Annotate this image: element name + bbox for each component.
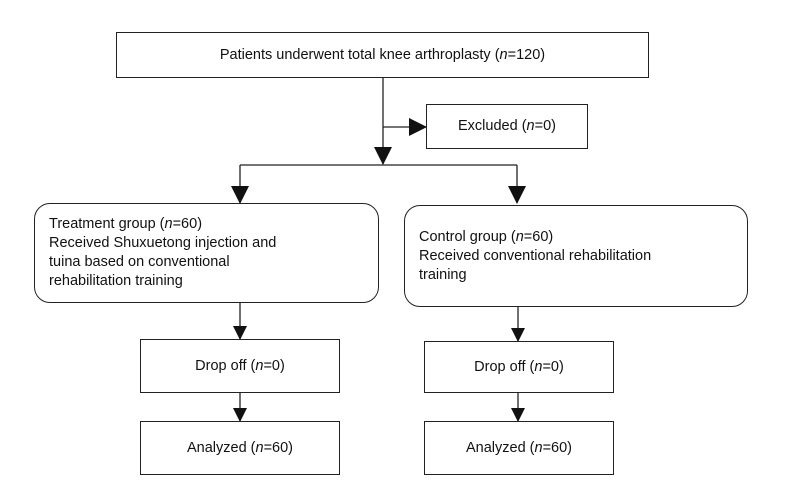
treatment-group-box: Treatment group (n=60) Received Shuxueto… — [34, 203, 379, 303]
treatment-title: Treatment group (n=60) — [49, 215, 276, 234]
control-n-var: n — [515, 228, 524, 245]
analyzed-right-count: =60) — [542, 439, 573, 456]
analyzed-right-box: Analyzed (n=60) — [424, 421, 614, 475]
treatment-line-3: tuina based on conventional — [49, 254, 230, 270]
excluded-n-var: n — [526, 118, 535, 134]
control-group-box: Control group (n=60) Received convention… — [404, 205, 748, 307]
patients-text: Patients underwent total knee arthroplas… — [219, 46, 500, 63]
treatment-title-text: Treatment group ( — [49, 216, 165, 232]
drop-off-left-text: Drop off ( — [195, 357, 256, 374]
treatment-line-4: rehabilitation training — [49, 273, 183, 289]
treatment-line-2: Received Shuxuetong injection and — [49, 235, 277, 251]
excluded-count: =0) — [534, 118, 556, 134]
control-title: Control group (n=60) — [419, 228, 651, 247]
drop-off-right-text: Drop off ( — [474, 358, 535, 375]
excluded-text: Excluded ( — [458, 118, 527, 134]
drop-off-left-n-var: n — [255, 357, 264, 374]
control-count: =60) — [523, 228, 554, 245]
drop-off-right-box: Drop off (n=0) — [424, 341, 614, 393]
analyzed-left-box: Analyzed (n=60) — [140, 421, 340, 475]
analyzed-left-count: =60) — [263, 439, 294, 456]
analyzed-right-n-var: n — [534, 439, 543, 456]
control-line-3: training — [419, 266, 467, 283]
treatment-n-var: n — [164, 216, 173, 232]
patients-n-var: n — [499, 46, 508, 63]
excluded-box: Excluded (n=0) — [426, 104, 588, 149]
drop-off-right-count: =0) — [542, 358, 564, 375]
analyzed-right-text: Analyzed ( — [465, 439, 535, 456]
patients-box: Patients underwent total knee arthroplas… — [116, 32, 649, 78]
control-line-2: Received conventional rehabilitation — [419, 247, 652, 264]
analyzed-left-text: Analyzed ( — [186, 439, 256, 456]
drop-off-left-count: =0) — [263, 357, 285, 374]
drop-off-left-box: Drop off (n=0) — [140, 339, 340, 393]
treatment-count: =60) — [172, 216, 203, 232]
drop-off-right-n-var: n — [534, 358, 543, 375]
control-title-text: Control group ( — [419, 228, 516, 245]
analyzed-left-n-var: n — [255, 439, 264, 456]
patients-count: =120) — [507, 46, 546, 63]
